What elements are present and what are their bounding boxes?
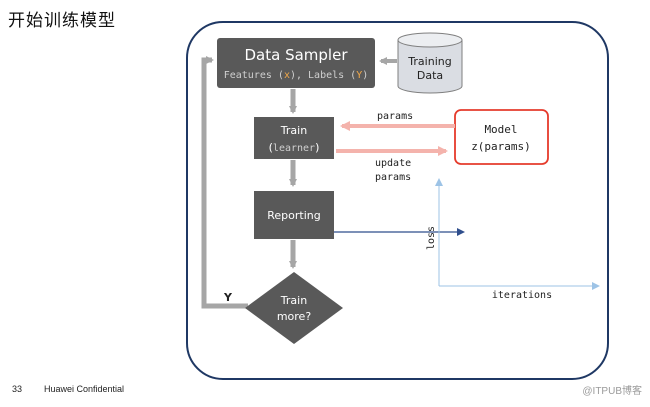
update-params-label: params	[375, 172, 411, 183]
model-params-label: z(params)	[471, 140, 531, 153]
model-box	[454, 109, 549, 165]
model-label: Model	[484, 123, 517, 136]
train-box	[254, 117, 334, 159]
decision-diamond	[245, 272, 343, 344]
yes-label: Y	[223, 291, 233, 304]
data-sampler-title: Data Sampler	[245, 46, 349, 64]
train-learner-label: (learner)	[269, 141, 320, 154]
decision-label-line1: Train	[280, 294, 307, 307]
reporting-box	[254, 191, 334, 239]
slide-title: 开始训练模型	[8, 11, 116, 31]
data-sampler-subtitle: Features (x), Labels (Y)	[224, 70, 369, 81]
reporting-label: Reporting	[267, 209, 320, 222]
footer-page-number: 33	[12, 384, 23, 394]
train-label: Train	[280, 124, 307, 137]
params-label: params	[377, 111, 413, 122]
watermark: @ITPUB博客	[582, 386, 642, 397]
update-label: update	[375, 158, 411, 169]
footer-confidential: Huawei Confidential	[44, 384, 125, 394]
training-data-cylinder	[397, 32, 463, 94]
decision-label-line2: more?	[277, 310, 311, 323]
plot-x-label: iterations	[492, 290, 552, 301]
data-sampler-box	[217, 38, 375, 88]
training-data-label-line2: Data	[417, 69, 443, 82]
training-data-label-line1: Training	[407, 55, 451, 68]
loop-back-arrow	[201, 56, 248, 309]
plot-y-label: loss	[426, 226, 437, 250]
